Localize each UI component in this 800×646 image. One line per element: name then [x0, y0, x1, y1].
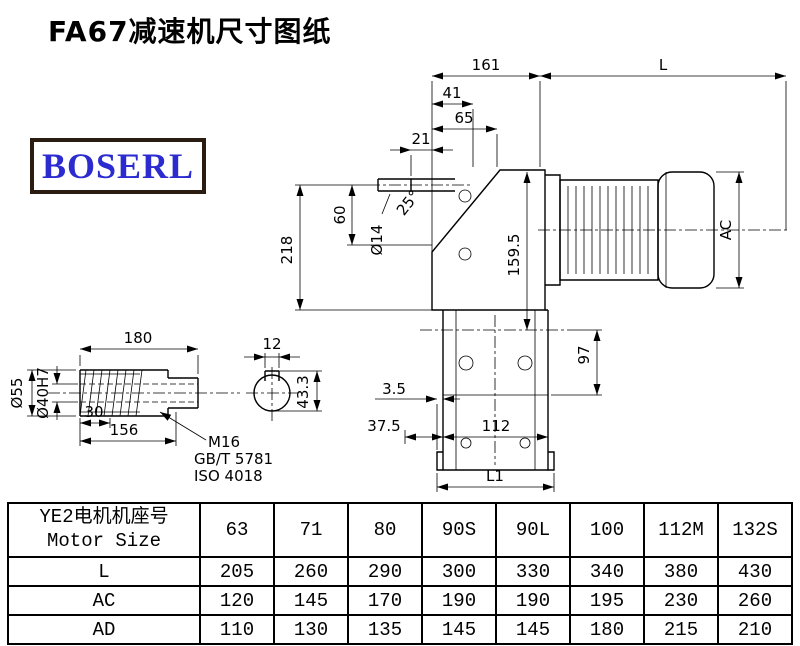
size-col-5: 100	[569, 502, 645, 558]
dim-112-label: 112	[482, 417, 511, 435]
shaft-detail-view: 180 Ø55 Ø40H7 30 156 M16 GB/T 5781 ISO 4…	[8, 329, 273, 485]
page-title: FA67减速机尺寸图纸	[48, 15, 332, 48]
value-L-5: 340	[569, 556, 645, 587]
value-L-7: 430	[717, 556, 793, 587]
dim-97-label: 97	[575, 345, 593, 364]
value-L-0: 205	[199, 556, 275, 587]
value-AC-0: 120	[199, 585, 275, 616]
size-col-3: 90S	[421, 502, 497, 558]
value-AD-2: 135	[347, 614, 423, 645]
size-col-2: 80	[347, 502, 423, 558]
value-AD-7: 210	[717, 614, 793, 645]
motor-dimension-table: YE2电机机座号 Motor Size 63 71 80 90S 90L 100…	[7, 502, 793, 645]
size-col-1: 71	[273, 502, 349, 558]
boserl-logo: BOSERL	[30, 138, 206, 194]
thread-std1-label: GB/T 5781	[194, 450, 273, 468]
value-AD-4: 145	[495, 614, 571, 645]
value-AC-7: 260	[717, 585, 793, 616]
dim-161-label: 161	[472, 56, 501, 74]
dim-3-5-label: 3.5	[382, 380, 406, 398]
row-label-AC: AC	[7, 585, 201, 616]
value-AD-3: 145	[421, 614, 497, 645]
value-L-1: 260	[273, 556, 349, 587]
main-view: 161 L 41 65 21 60 218 Ø14 25° 159.5 AC 9…	[278, 56, 790, 492]
thread-std2-label: ISO 4018	[194, 467, 263, 485]
dim-55-label: Ø55	[8, 378, 26, 409]
value-AD-0: 110	[199, 614, 275, 645]
value-L-4: 330	[495, 556, 571, 587]
row-label-AD: AD	[7, 614, 201, 645]
dim-218-label: 218	[278, 236, 296, 265]
value-AC-3: 190	[421, 585, 497, 616]
boserl-logo-text: BOSERL	[41, 146, 195, 186]
value-AC-1: 145	[273, 585, 349, 616]
dim-30-label: 30	[84, 403, 103, 421]
dim-12-label: 12	[262, 335, 281, 353]
dim-65-label: 65	[454, 109, 473, 127]
technical-drawing: 161 L 41 65 21 60 218 Ø14 25° 159.5 AC 9…	[8, 56, 790, 492]
row-label-L: L	[7, 556, 201, 587]
dim-L-label: L	[659, 56, 668, 74]
keyway-detail-view: 12 43.3	[244, 335, 322, 421]
dim-L1-label: L1	[486, 467, 504, 485]
value-L-2: 290	[347, 556, 423, 587]
value-AD-1: 130	[273, 614, 349, 645]
table-row-L: L 205 260 290 300 330 340 380 430	[7, 556, 793, 587]
value-AC-6: 230	[643, 585, 719, 616]
value-AD-5: 180	[569, 614, 645, 645]
size-col-6: 112M	[643, 502, 719, 558]
dim-41-label: 41	[442, 84, 461, 102]
motor-size-header-cn: YE2电机机座号	[39, 506, 169, 529]
dim-156-label: 156	[110, 421, 139, 439]
dim-angle-label: 25°	[393, 187, 424, 219]
table-row-AD: AD 110 130 135 145 145 180 215 210	[7, 614, 793, 645]
size-col-0: 63	[199, 502, 275, 558]
dim-180-label: 180	[124, 329, 153, 347]
value-AC-4: 190	[495, 585, 571, 616]
value-AC-2: 170	[347, 585, 423, 616]
dim-shaft-dia-label: Ø14	[368, 225, 386, 256]
value-AD-6: 215	[643, 614, 719, 645]
table-row-AC: AC 120 145 170 190 190 195 230 260	[7, 585, 793, 616]
dim-21-label: 21	[411, 130, 430, 148]
motor-size-header-cell: YE2电机机座号 Motor Size	[7, 502, 201, 558]
motor-size-header-en: Motor Size	[46, 530, 162, 552]
value-AC-5: 195	[569, 585, 645, 616]
dim-40H7-label: Ø40H7	[34, 367, 52, 419]
dim-60-label: 60	[331, 205, 349, 224]
dim-AC-label: AC	[717, 220, 735, 240]
dim-159-5-label: 159.5	[505, 234, 523, 277]
value-L-6: 380	[643, 556, 719, 587]
dim-37-5-label: 37.5	[367, 417, 400, 435]
table-header-row: YE2电机机座号 Motor Size 63 71 80 90S 90L 100…	[7, 502, 793, 558]
size-col-7: 132S	[717, 502, 793, 558]
thread-label: M16	[208, 433, 240, 451]
value-L-3: 300	[421, 556, 497, 587]
dim-43-3-label: 43.3	[294, 375, 312, 408]
size-col-4: 90L	[495, 502, 571, 558]
